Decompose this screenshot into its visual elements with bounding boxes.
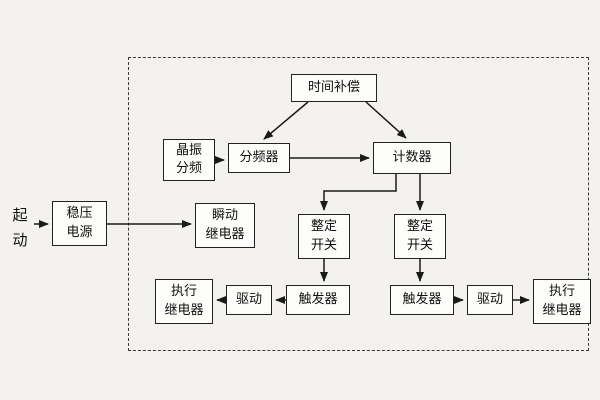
node-label: 驱动 <box>235 291 262 307</box>
node-label-line1: 瞬动 <box>211 208 238 224</box>
node-label: 驱动 <box>476 291 503 307</box>
start-label-line2: 动 <box>12 230 28 249</box>
node-regulated-power: 稳压 电源 <box>52 201 107 246</box>
module-boundary <box>128 57 589 351</box>
node-setting-switch-right: 整定 开关 <box>394 214 446 259</box>
node-drive-right: 驱动 <box>467 285 513 315</box>
node-label-line2: 开关 <box>310 237 337 253</box>
node-drive-left: 驱动 <box>226 285 272 315</box>
node-trigger-right: 触发器 <box>390 285 454 315</box>
node-label-line1: 整定 <box>406 219 433 235</box>
node-crystal-oscillator: 晶振 分频 <box>163 139 215 181</box>
node-time-compensation: 时间补偿 <box>291 74 377 102</box>
node-label-line2: 电源 <box>66 224 93 240</box>
node-exec-relay-left: 执行 继电器 <box>155 279 213 324</box>
node-instant-relay: 瞬动 继电器 <box>195 203 255 248</box>
node-counter: 计数器 <box>373 142 451 174</box>
start-label: 起 动 <box>6 203 34 253</box>
node-frequency-divider: 分频器 <box>228 143 290 173</box>
arrow-counter-to-switch-left <box>320 174 397 211</box>
node-label: 触发器 <box>402 291 442 307</box>
node-exec-relay-right: 执行 继电器 <box>533 279 591 324</box>
node-label-line1: 执行 <box>548 284 575 300</box>
node-label-line1: 晶振 <box>175 142 202 158</box>
node-label-line1: 整定 <box>310 219 337 235</box>
node-label: 时间补偿 <box>307 79 360 95</box>
node-label: 触发器 <box>298 291 338 307</box>
node-label-line2: 继电器 <box>164 302 204 318</box>
node-label-line1: 执行 <box>170 284 197 300</box>
arrow-timecomp-to-counter <box>365 101 407 139</box>
node-label-line2: 分频 <box>175 161 202 176</box>
node-label-line2: 继电器 <box>542 302 582 318</box>
node-label: 计数器 <box>392 149 432 165</box>
node-trigger-left: 触发器 <box>286 285 350 315</box>
node-setting-switch-left: 整定 开关 <box>298 214 350 259</box>
node-label-line2: 开关 <box>406 237 433 253</box>
arrow-timecomp-to-divider <box>263 101 309 140</box>
node-label-line2: 继电器 <box>205 226 245 242</box>
node-label: 分频器 <box>239 149 279 165</box>
start-label-line1: 起 <box>12 206 28 224</box>
node-label-line1: 稳压 <box>66 206 93 222</box>
